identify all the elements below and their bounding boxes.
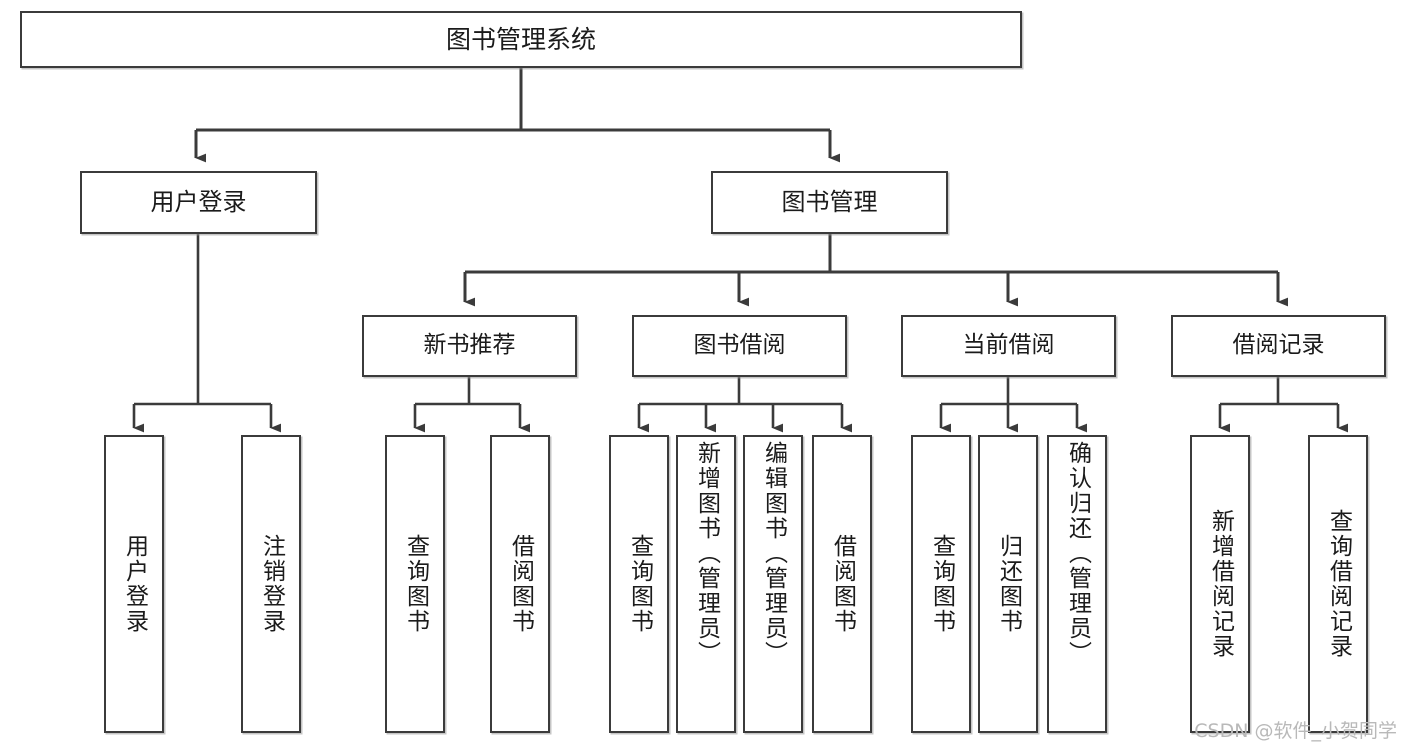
node-borrow-record-label: 借阅记录 bbox=[1232, 332, 1325, 359]
node-leaf-query-record[interactable]: 查询借阅记录 bbox=[1308, 435, 1368, 733]
node-leaf-query-record-label: 查询借阅记录 bbox=[1325, 509, 1352, 659]
node-leaf-query-book-1-label: 查询图书 bbox=[402, 534, 429, 634]
node-current-borrow-label: 当前借阅 bbox=[962, 332, 1055, 359]
node-leaf-return-book-label: 归还图书 bbox=[995, 534, 1022, 634]
node-leaf-borrow-book-2[interactable]: 借阅图书 bbox=[812, 435, 872, 733]
node-current-borrow[interactable]: 当前借阅 bbox=[901, 315, 1116, 377]
edge-group-current-borrow bbox=[939, 377, 1088, 433]
node-borrow-record[interactable]: 借阅记录 bbox=[1171, 315, 1386, 377]
node-user-login[interactable]: 用户登录 bbox=[80, 171, 317, 234]
node-leaf-borrow-book-1[interactable]: 借阅图书 bbox=[490, 435, 550, 733]
node-book-borrow-label: 图书借阅 bbox=[693, 332, 786, 359]
node-book-manage-label: 图书管理 bbox=[781, 188, 878, 217]
node-leaf-add-book[interactable]: 新增图书（管理员） bbox=[676, 435, 736, 733]
node-leaf-user-login[interactable]: 用户登录 bbox=[104, 435, 164, 733]
node-leaf-add-record[interactable]: 新增借阅记录 bbox=[1190, 435, 1250, 733]
node-leaf-add-record-label: 新增借阅记录 bbox=[1207, 509, 1234, 659]
node-root[interactable]: 图书管理系统 bbox=[20, 11, 1022, 68]
node-leaf-confirm-return-label: 确认归还（管理员） bbox=[1064, 441, 1091, 666]
node-leaf-logout-label: 注销登录 bbox=[258, 534, 285, 634]
edge-group-root bbox=[194, 68, 841, 163]
node-leaf-query-book-2-label: 查询图书 bbox=[626, 534, 653, 634]
node-leaf-query-book-3[interactable]: 查询图书 bbox=[911, 435, 971, 733]
node-leaf-logout[interactable]: 注销登录 bbox=[241, 435, 301, 733]
node-leaf-user-login-label: 用户登录 bbox=[121, 534, 148, 634]
node-new-book-recommend-label: 新书推荐 bbox=[423, 332, 516, 359]
node-leaf-borrow-book-2-label: 借阅图书 bbox=[829, 534, 856, 634]
node-leaf-return-book[interactable]: 归还图书 bbox=[978, 435, 1038, 733]
node-leaf-edit-book-label: 编辑图书（管理员） bbox=[760, 441, 787, 666]
node-leaf-borrow-book-1-label: 借阅图书 bbox=[507, 534, 534, 634]
node-leaf-confirm-return[interactable]: 确认归还（管理员） bbox=[1047, 435, 1107, 733]
edge-group-user-login bbox=[132, 234, 282, 433]
node-book-manage[interactable]: 图书管理 bbox=[711, 171, 948, 234]
node-leaf-query-book-2[interactable]: 查询图书 bbox=[609, 435, 669, 733]
node-root-label: 图书管理系统 bbox=[445, 24, 596, 54]
edge-group-new-book-recommend bbox=[413, 377, 531, 433]
edge-group-borrow-record bbox=[1218, 377, 1349, 433]
edge-group-book-borrow bbox=[637, 377, 853, 433]
node-leaf-query-book-1[interactable]: 查询图书 bbox=[385, 435, 445, 733]
node-leaf-add-book-label: 新增图书（管理员） bbox=[693, 441, 720, 666]
node-new-book-recommend[interactable]: 新书推荐 bbox=[362, 315, 577, 377]
watermark-text: CSDN @软件_小贺同学 bbox=[1194, 720, 1397, 742]
node-book-borrow[interactable]: 图书借阅 bbox=[632, 315, 847, 377]
node-user-login-label: 用户登录 bbox=[150, 188, 247, 217]
node-leaf-query-book-3-label: 查询图书 bbox=[928, 534, 955, 634]
node-leaf-edit-book[interactable]: 编辑图书（管理员） bbox=[743, 435, 803, 733]
edge-group-book-manage bbox=[463, 234, 1289, 307]
